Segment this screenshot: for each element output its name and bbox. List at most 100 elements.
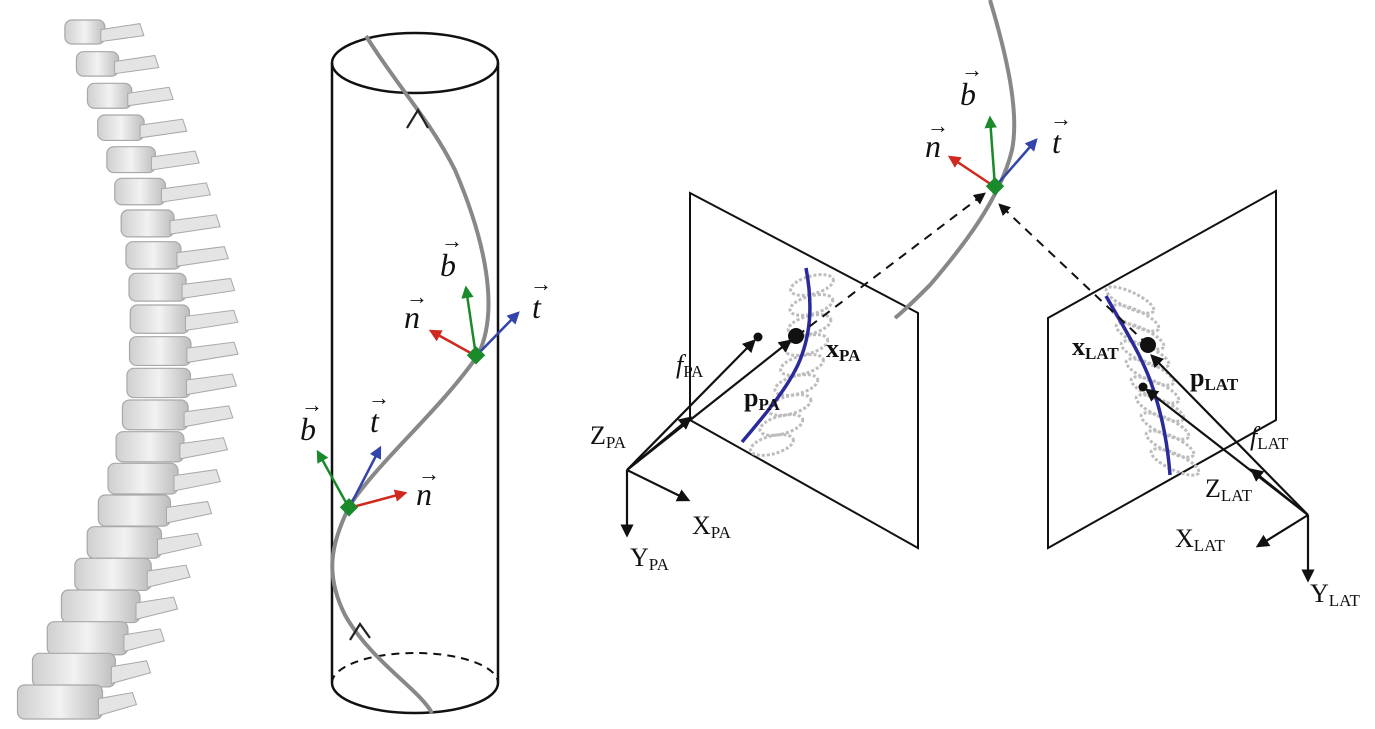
vertebra-body (126, 367, 192, 399)
pa-projection-ray (626, 339, 793, 471)
vertebra-body (86, 526, 163, 559)
lower-tangent-label: t (370, 403, 380, 439)
vertebra-process (184, 309, 239, 332)
upper-tangent-overarrow: → (530, 271, 552, 296)
pa-y-label: YPA (630, 543, 670, 574)
vertebra-body (125, 241, 182, 270)
c-normal-label: n (925, 128, 941, 164)
spine-model (16, 19, 239, 720)
vertebra-body (128, 272, 187, 302)
pa-projected-curve (740, 267, 812, 444)
lat-image-point (1140, 337, 1156, 353)
vertebra-shadow (1144, 429, 1196, 459)
lower-normal-label: n (416, 476, 432, 512)
upper-normal-label: n (404, 299, 420, 335)
cylinder-bottom-front (330, 682, 500, 715)
cylinder-panel: b n t → → → b t n → → → (300, 31, 552, 715)
lat-x-label: XLAT (1175, 524, 1226, 555)
vertebra-process (127, 86, 174, 107)
vertebra-process (160, 182, 212, 203)
vertebra-body (121, 399, 189, 431)
c-binormal-arrow (984, 115, 997, 188)
pa-source-axes (620, 328, 804, 538)
vertebra-shadow (1114, 321, 1166, 351)
vertebra-body (16, 684, 104, 720)
upper-binormal-overarrow: → (441, 228, 463, 253)
lat-y-label: YLAT (1310, 579, 1361, 610)
vertebra-body (31, 652, 116, 688)
c-frame-origin (985, 177, 1005, 196)
lower-binormal-arrow (316, 449, 351, 509)
c-tangent-overarrow: → (1050, 106, 1072, 131)
vertebra-process (185, 373, 238, 396)
vertebra-process (100, 23, 145, 43)
vertebra-body (46, 621, 129, 656)
biplanar-panel: b n t → → → xPA fPA pPA ZPA (590, 0, 1361, 610)
vertebra-shadow (1104, 285, 1156, 315)
vertebra-process (183, 405, 234, 428)
pa-image-point (788, 328, 804, 344)
vertebra-body (74, 557, 152, 592)
vertebra-process (123, 628, 165, 653)
c-normal-overarrow: → (927, 113, 949, 138)
c-tangent-arrow (994, 138, 1038, 188)
lat-image-point-label: xLAT (1072, 332, 1119, 363)
pa-z-label: ZPA (590, 421, 627, 452)
lower-tangent-arrow (347, 445, 382, 509)
lower-normal-arrow (348, 489, 408, 510)
vertebra-process (179, 437, 229, 460)
vertebra-shadow (749, 433, 795, 457)
vertebra-body (86, 82, 133, 109)
upper-normal-arrow (428, 329, 477, 358)
c-normal-arrow (947, 155, 996, 189)
upper-tangent-arrow (475, 311, 520, 357)
vertebra-body (64, 19, 106, 45)
spine-centerline-front (893, 283, 932, 320)
vertebra-body (129, 304, 191, 334)
lat-x-axis (1255, 514, 1309, 548)
upper-tangent-label: t (532, 289, 542, 325)
vertebra-process (150, 150, 200, 171)
lower-tangent-overarrow: → (368, 385, 390, 410)
cylinder-bottom-back (331, 652, 499, 684)
vertebra-process (181, 277, 236, 299)
vertebra-body (60, 589, 141, 624)
vertebra-process (98, 692, 138, 717)
c-binormal-overarrow: → (961, 57, 983, 82)
vertebra-process (135, 596, 179, 620)
vertebra-process (114, 54, 160, 75)
pa-x-label: XPA (692, 511, 732, 542)
lat-z-label: ZLAT (1205, 474, 1253, 505)
vertebra-shadow (1129, 375, 1181, 405)
vertebra-body (114, 177, 167, 206)
pa-image-point-label: xPA (826, 334, 861, 365)
vertebra-shadow (1139, 411, 1191, 441)
vertebra-body (75, 51, 120, 77)
vertebra-process (156, 532, 203, 556)
lat-projection-label: pLAT (1190, 363, 1239, 394)
pa-focal-label: fPA (676, 350, 704, 381)
upper-frame-origin (466, 346, 486, 365)
vertebra-body (97, 114, 145, 142)
lower-frame-origin (339, 498, 359, 517)
lat-source-axes (1138, 337, 1315, 583)
pa-projection-label: pPA (744, 383, 781, 414)
lower-binormal-overarrow: → (301, 392, 323, 417)
c-binormal-label: b (960, 76, 976, 112)
lat-projection-ray (1150, 354, 1309, 516)
pa-backprojection-ray (796, 192, 986, 337)
vertebra-shadow (758, 413, 805, 437)
helix-curve (330, 34, 491, 715)
vertebra-process (139, 118, 188, 139)
vertebra-process (146, 564, 191, 588)
vertebra-process (110, 660, 152, 685)
pa-focal-ray (626, 339, 756, 471)
vertebra-shadow (1149, 447, 1201, 477)
vertebra-process (169, 214, 221, 235)
lat-principal-point (1138, 382, 1148, 392)
vertebra-body (97, 494, 172, 527)
vertebra-process (173, 469, 221, 492)
vertebra-process (176, 246, 229, 267)
upper-binormal-label: b (440, 247, 456, 283)
